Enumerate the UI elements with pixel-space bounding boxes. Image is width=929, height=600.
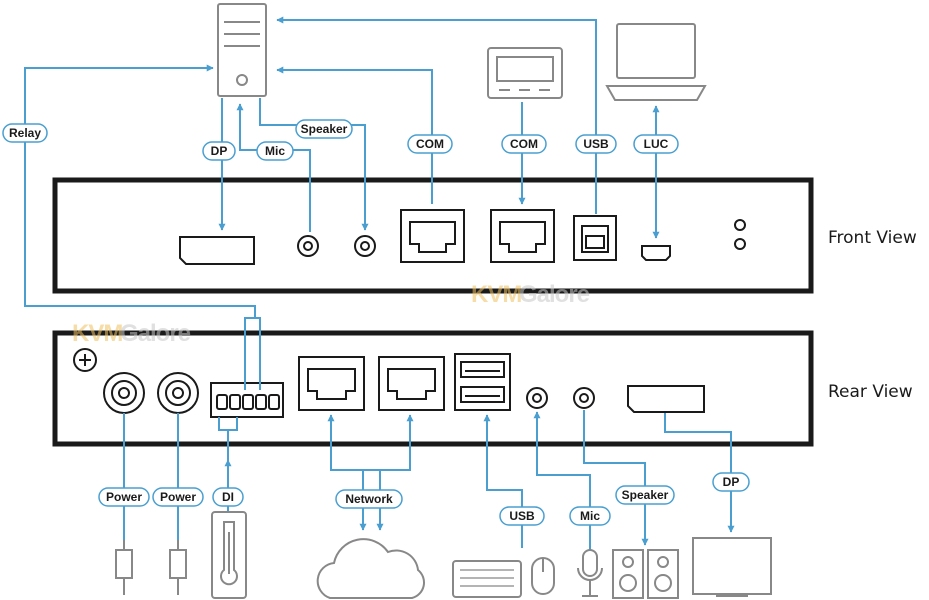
speakers-icon xyxy=(612,549,679,599)
label-di: DI xyxy=(212,487,244,507)
label-mic-rear: Mic xyxy=(569,506,611,526)
cloud-icon xyxy=(316,538,425,599)
rear-usb-a-ports xyxy=(454,353,511,411)
svg-text:USB: USB xyxy=(583,137,609,151)
front-dp-port xyxy=(179,236,255,265)
label-power-1: Power xyxy=(98,487,150,507)
laptop-icon xyxy=(605,23,707,101)
svg-text:Galore: Galore xyxy=(519,281,590,308)
network-line xyxy=(327,414,414,471)
mouse-icon xyxy=(531,557,555,595)
power-plug-icon xyxy=(169,540,187,595)
rear-terminal-block xyxy=(210,382,284,418)
svg-text:KVM: KVM xyxy=(471,281,521,308)
com-pc-line xyxy=(276,66,433,204)
computer-icon xyxy=(217,3,267,97)
svg-text:Relay: Relay xyxy=(9,126,41,140)
front-mic-jack xyxy=(297,235,319,257)
monitor-icon xyxy=(692,537,772,597)
label-speaker-rear: Speaker xyxy=(615,485,675,505)
thermometer-icon xyxy=(211,511,247,599)
front-usb-b-port xyxy=(573,215,617,261)
svg-text:DP: DP xyxy=(723,475,740,489)
svg-text:USB: USB xyxy=(509,509,535,523)
watermark-front: KVM Galore xyxy=(471,281,591,308)
label-com-pc: COM xyxy=(407,134,453,154)
relay-line-branch xyxy=(244,317,255,390)
rear-lan-port-1 xyxy=(298,356,365,411)
rear-dp-port xyxy=(627,385,705,413)
label-relay: Relay xyxy=(2,123,48,143)
svg-text:COM: COM xyxy=(416,137,444,151)
keyboard-icon xyxy=(452,560,522,598)
svg-text:KVM: KVM xyxy=(72,320,122,347)
label-usb-front: USB xyxy=(575,134,617,154)
power-plug-icon xyxy=(115,540,133,595)
front-speaker-jack xyxy=(354,235,376,257)
front-view-title: Front View xyxy=(828,228,917,248)
rear-speaker-jack xyxy=(573,387,595,409)
watermark-rear: KVM Galore xyxy=(72,320,192,347)
front-com-port-2 xyxy=(490,209,555,263)
svg-text:DI: DI xyxy=(222,490,234,504)
rear-chassis xyxy=(52,330,814,447)
label-network: Network xyxy=(335,489,403,509)
microphone-icon xyxy=(577,549,603,597)
serial-device-icon xyxy=(487,47,563,99)
label-dp-front: DP xyxy=(202,141,236,161)
svg-text:Power: Power xyxy=(106,490,142,504)
label-speaker-front: Speaker xyxy=(295,119,353,139)
rear-mic-jack xyxy=(526,387,548,409)
svg-text:COM: COM xyxy=(510,137,538,151)
front-luc-port xyxy=(641,245,671,261)
svg-text:Power: Power xyxy=(160,490,196,504)
label-mic-front: Mic xyxy=(256,141,294,161)
svg-text:Speaker: Speaker xyxy=(301,122,348,136)
svg-text:Network: Network xyxy=(345,492,393,506)
svg-text:Galore: Galore xyxy=(120,320,191,347)
svg-text:DP: DP xyxy=(211,144,228,158)
rear-lan-port-2 xyxy=(378,356,445,411)
label-dp-rear: DP xyxy=(712,472,750,492)
svg-text:LUC: LUC xyxy=(644,137,669,151)
grounding-screw-icon xyxy=(73,348,97,372)
front-com-port-1 xyxy=(400,209,465,263)
svg-text:Speaker: Speaker xyxy=(622,488,669,502)
relay-line xyxy=(24,64,261,390)
svg-text:Mic: Mic xyxy=(265,144,285,158)
label-com-device: COM xyxy=(501,134,547,154)
svg-text:Mic: Mic xyxy=(580,509,600,523)
rear-power-jack-2 xyxy=(157,372,199,414)
rear-view-title: Rear View xyxy=(828,382,913,402)
front-led-indicators xyxy=(734,219,746,250)
label-power-2: Power xyxy=(152,487,204,507)
label-luc: LUC xyxy=(633,134,679,154)
label-usb-rear: USB xyxy=(499,506,545,526)
